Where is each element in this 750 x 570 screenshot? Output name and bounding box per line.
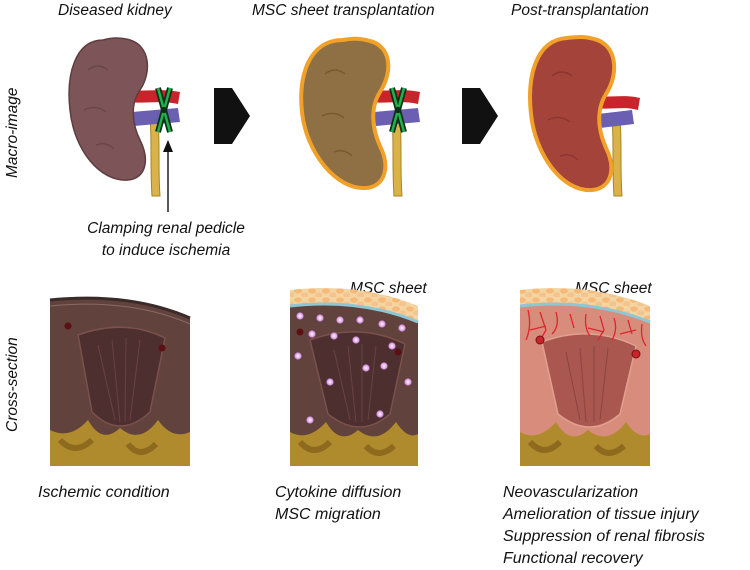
ureter [611,117,623,197]
renal-vein [132,108,180,126]
renal-vein [598,110,634,128]
cross-section-recovered [519,288,651,466]
medullary-pyramid [541,333,637,428]
kidney-icon [528,35,617,193]
process-arrow-icon [214,88,250,144]
ureter [149,117,161,197]
caption-right-line-1: Neovascularization [503,484,639,501]
cross-section-transplant [289,288,419,466]
diseased-kidney-group [68,37,180,212]
annotation-line-2: to induce ischemia [101,242,231,259]
ischemia-annotation: Clamping renal pedicle to induce ischemi… [72,218,260,262]
stage-title-post: Post-transplantation [511,2,649,19]
stage-title-diseased: Diseased kidney [58,2,172,19]
annotation-line-1: Clamping renal pedicle [87,220,245,237]
msc-cell-icon [294,312,412,424]
caption-left: Ischemic condition [38,482,170,504]
kidney-icon [68,37,149,181]
caption-middle: Cytokine diffusion MSC migration [275,482,401,526]
pelvis-region [50,420,190,466]
vessel-dot [64,322,72,330]
sheet-kidney-group [299,36,420,197]
clamp-icon [389,87,407,133]
caption-right-line-3: Suppression of renal fibrosis [503,528,705,545]
renal-artery [594,96,640,110]
vessel-dot [158,344,166,352]
cross-section-ischemic [49,296,191,466]
caption-middle-line-1: Cytokine diffusion [275,484,402,501]
kidney-icon [299,36,391,191]
caption-right-line-2: Amelioration of tissue injury [503,506,699,523]
pelvis-region [290,422,418,466]
clamp-icon [155,87,173,133]
caption-right-line-4: Functional recovery [503,550,643,567]
medullary-pyramid [309,331,406,428]
annotation-arrowhead [163,140,173,152]
pelvis-region [520,422,650,466]
caption-right: Neovascularization Amelioration of tissu… [503,482,705,570]
healthy-kidney-group [528,35,640,197]
caption-left-line: Ischemic condition [38,484,170,501]
caption-middle-line-2: MSC migration [275,506,381,523]
ureter [391,117,403,197]
stage-title-transplantation: MSC sheet transplantation [252,2,435,19]
process-arrow-icon-2 [462,88,498,144]
